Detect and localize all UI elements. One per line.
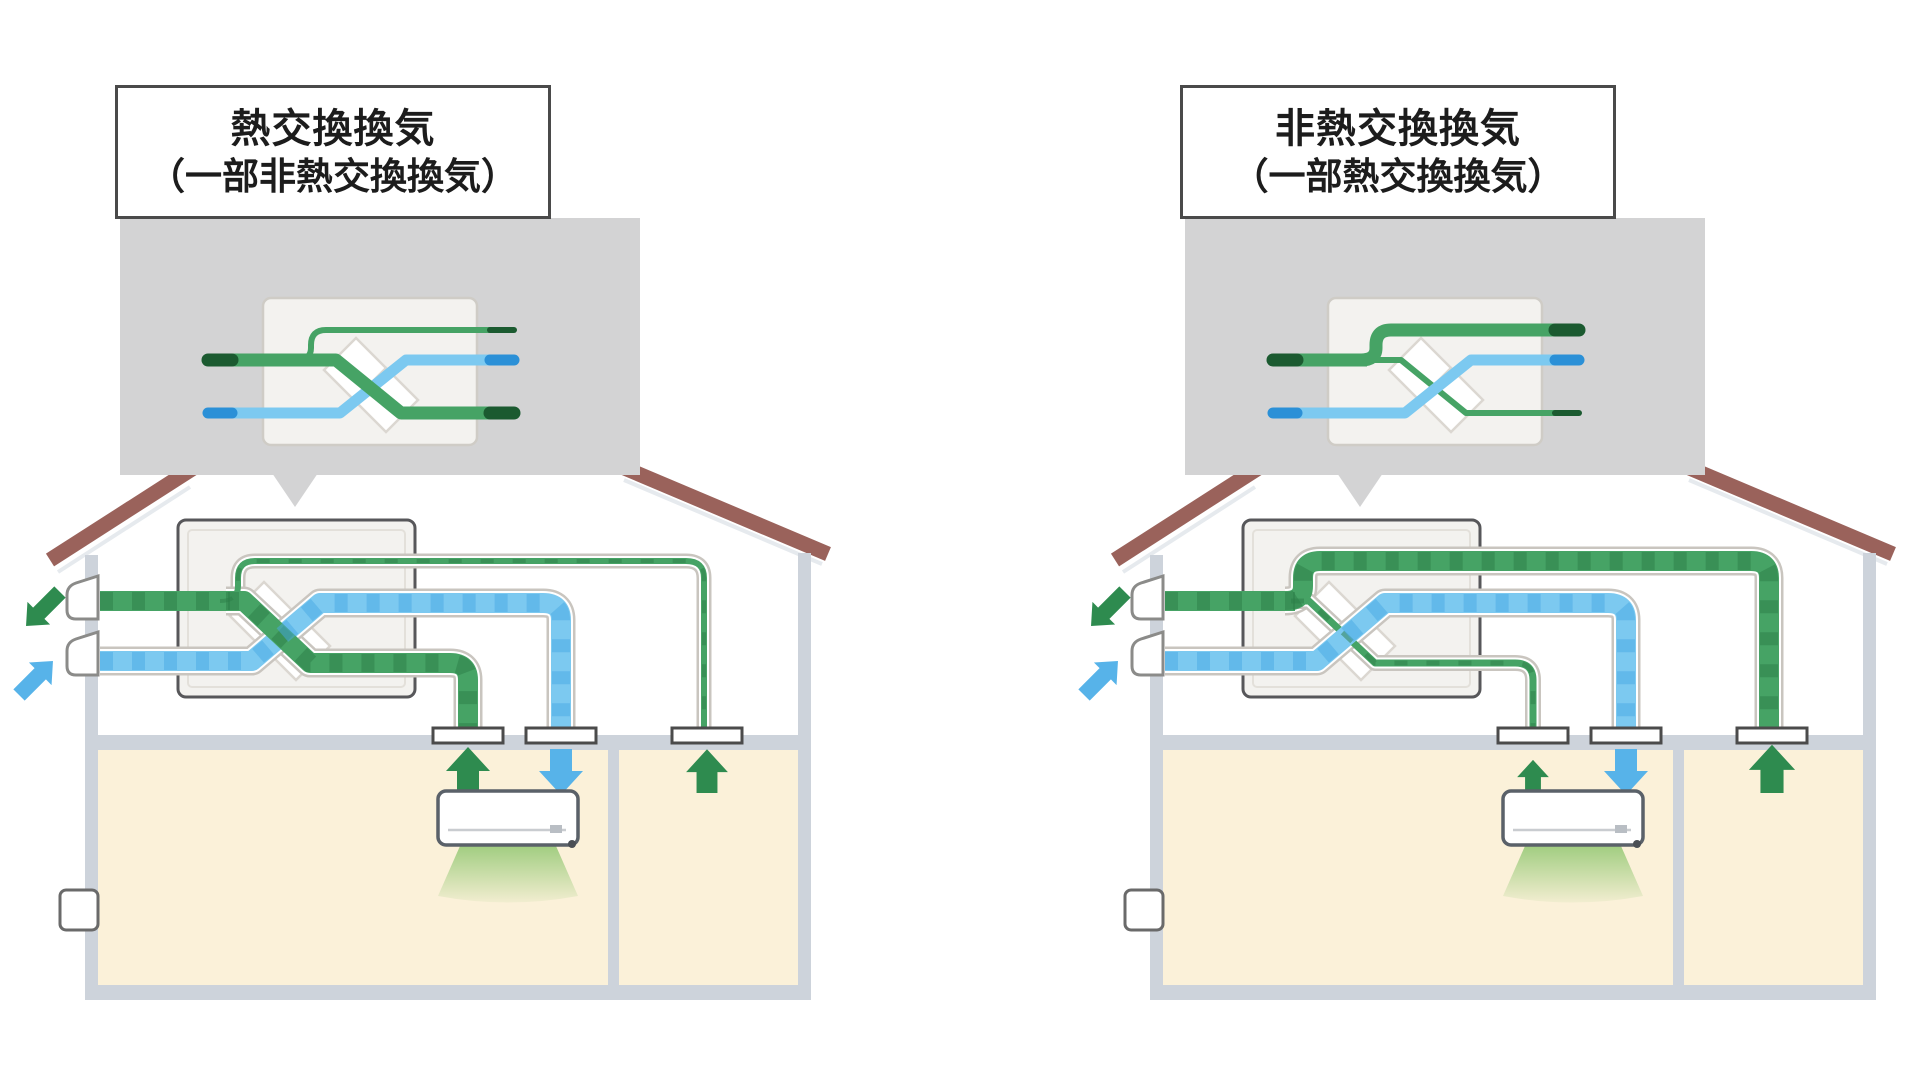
- exhaust-up-arrow: [1517, 759, 1549, 793]
- fresh-air-in-arrow: [13, 661, 53, 701]
- wall-vent-hood: [1130, 629, 1165, 677]
- roof-right-band: [619, 460, 831, 561]
- roof: [45, 460, 831, 574]
- room-divider-wall: [1673, 750, 1684, 985]
- fresh-air-in-arrow: [1078, 661, 1118, 701]
- diagram-heat-exchange: 熱交換換気 （一部非熱交換換気）: [10, 60, 855, 1070]
- detail-supply-pipe: [1297, 354, 1567, 419]
- title-sub: （一部熱交換換気）: [1231, 155, 1565, 197]
- diagram-non-heat-exchange: 非熱交換換気 （一部熱交換換気）: [1075, 60, 1920, 1070]
- ac-unit: [1501, 789, 1645, 903]
- ceiling-vent: [1496, 726, 1570, 745]
- floor: [1150, 985, 1876, 1000]
- title-sub: （一部非熱交換換気）: [148, 155, 518, 197]
- exhaust-out-arrow: [1091, 586, 1131, 626]
- ceiling-vent: [670, 726, 744, 745]
- ac-airflow-glow: [438, 846, 578, 903]
- callout-bubble: [120, 218, 640, 507]
- wall-vent-hood: [65, 629, 100, 677]
- title-box: 非熱交換換気 （一部熱交換換気）: [1180, 85, 1616, 219]
- ac-indicator-dot: [568, 840, 576, 848]
- callout-pointer: [272, 473, 318, 507]
- ducts: [100, 553, 712, 732]
- house-scene-left: [10, 60, 855, 1070]
- ceiling-vent: [431, 726, 505, 745]
- wall-vent-hood: [1130, 573, 1165, 621]
- floor: [85, 985, 811, 1000]
- ceiling-vent: [524, 726, 598, 745]
- ac-unit: [436, 789, 580, 903]
- ducts: [1165, 546, 1784, 732]
- title-main: 非熱交換換気: [1275, 106, 1521, 151]
- wall-right: [798, 553, 811, 1000]
- wall-right: [1863, 553, 1876, 1000]
- roof-right-band: [1684, 460, 1896, 561]
- vents-and-arrows: [431, 726, 744, 795]
- outdoor-wall-box: [1123, 888, 1165, 932]
- ceiling-vent: [1589, 726, 1663, 745]
- room-divider-wall: [608, 750, 619, 985]
- bypass-flow: [1284, 551, 1779, 732]
- house-scene-right: [1075, 60, 1920, 1070]
- wall-left: [1150, 555, 1163, 1000]
- title-box: 熱交換換気 （一部非熱交換換気）: [115, 85, 551, 219]
- outdoor-wall-box: [58, 888, 100, 932]
- supply-down-arrow: [539, 749, 583, 795]
- wall-vent-hood: [65, 573, 100, 621]
- roof-left-band: [1110, 460, 1265, 567]
- callout-bubble: [1185, 218, 1705, 507]
- roof: [1110, 460, 1896, 574]
- exhaust-out-arrow: [26, 586, 66, 626]
- house: [13, 553, 811, 1000]
- wall-left: [85, 555, 98, 1000]
- supply-down-arrow: [1604, 749, 1648, 795]
- ac-airflow-glow: [1503, 846, 1643, 903]
- vents-and-arrows: [1496, 726, 1809, 795]
- ceiling-vent: [1735, 726, 1809, 745]
- roof-left-band: [45, 460, 200, 567]
- detail-exhaust-pipe: [220, 353, 502, 420]
- title-main: 熱交換換気: [230, 106, 436, 151]
- callout-pointer: [1337, 473, 1383, 507]
- ventilation-diagram: [1078, 218, 1896, 1000]
- ac-indicator-dot: [1633, 840, 1641, 848]
- exhaust-up-arrow: [446, 747, 490, 793]
- exhaust-up-arrow: [686, 749, 728, 793]
- ventilation-diagram: [13, 218, 831, 1000]
